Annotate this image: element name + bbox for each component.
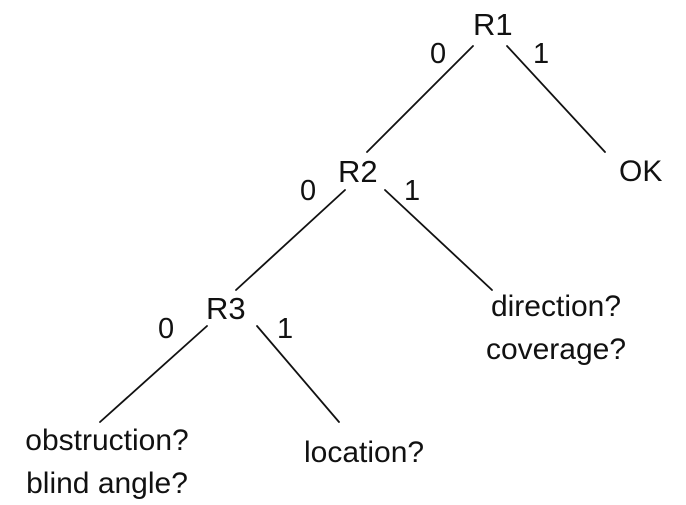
branch-label-r1-zero: 0 xyxy=(430,38,447,70)
branch-label-r3-one: 1 xyxy=(277,313,294,345)
branch-label-r2-one: 1 xyxy=(404,175,421,207)
leaf-obstruction-blind-angle: obstruction? blind angle? xyxy=(2,419,212,505)
leaf-direction-coverage: direction? coverage? xyxy=(466,285,646,371)
node-r2: R2 xyxy=(338,154,378,189)
edge-r2-r3 xyxy=(235,189,346,291)
leaf-coverage-text: coverage? xyxy=(485,333,627,366)
branch-label-r3-zero: 0 xyxy=(158,313,175,345)
leaf-ok: OK xyxy=(619,155,663,188)
leaf-location: location? xyxy=(304,436,425,469)
branch-label-r1-one: 1 xyxy=(533,38,550,70)
edge-r3-location xyxy=(256,325,340,423)
edge-r3-obstruction xyxy=(99,325,208,423)
node-r3: R3 xyxy=(206,291,246,326)
leaf-direction-text: direction? xyxy=(490,290,622,323)
branch-label-r2-zero: 0 xyxy=(300,175,317,207)
leaf-blind-angle-text: blind angle? xyxy=(26,467,188,500)
edge-r2-direction xyxy=(384,189,493,291)
node-r1: R1 xyxy=(473,7,513,42)
edge-r1-ok xyxy=(506,45,606,153)
leaf-obstruction-text: obstruction? xyxy=(25,424,189,457)
edge-r1-r2 xyxy=(366,45,474,153)
